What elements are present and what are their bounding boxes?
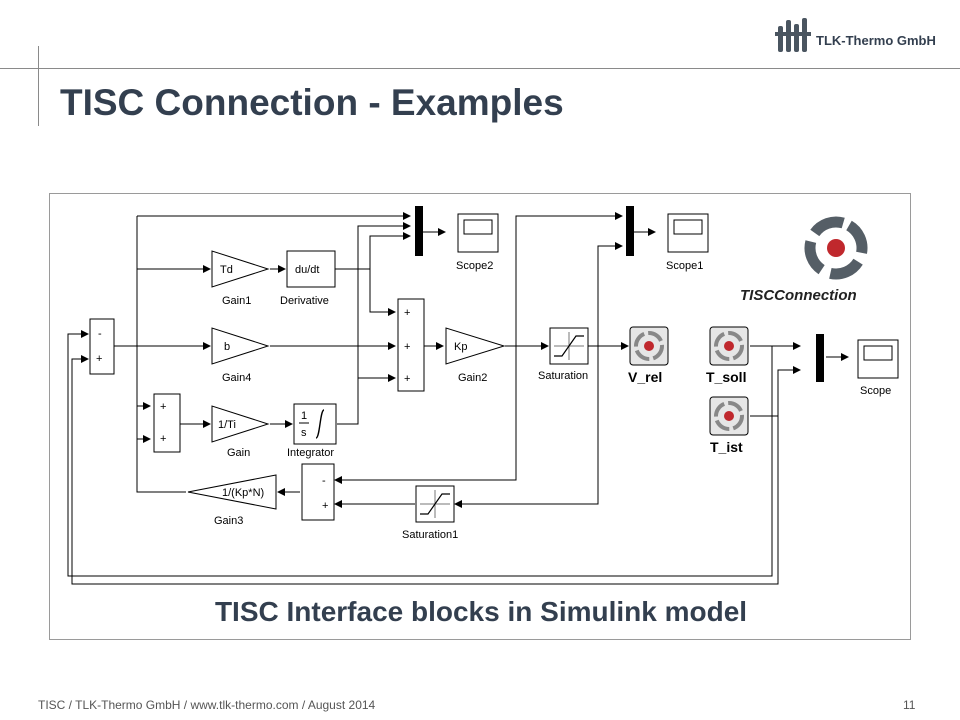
sum3-plus-a: +: [404, 307, 410, 319]
derivative-block[interactable]: du/dt Derivative: [280, 250, 336, 307]
diagram-caption: TISC Interface blocks in Simulink model: [214, 596, 748, 627]
page-title: TISC Connection - Examples: [60, 82, 564, 123]
header-accent-line: [38, 46, 39, 126]
scope2-block[interactable]: Scope2: [456, 213, 499, 272]
sum1-minus-label: -: [98, 328, 102, 340]
gain1-value: Td: [220, 264, 233, 276]
gain3-value: 1/(Kp*N): [222, 487, 264, 499]
scope2-label: Scope2: [456, 260, 493, 272]
tisc-ring-icon: [714, 331, 744, 361]
scope-block[interactable]: Scope: [857, 339, 899, 397]
sum4-block[interactable]: - +: [301, 463, 335, 521]
gain1-block[interactable]: Td Gain1: [211, 250, 270, 307]
gain2-block[interactable]: Kp Gain2: [445, 327, 506, 384]
sum4-minus-label: -: [322, 475, 326, 487]
saturation1-block[interactable]: Saturation1: [402, 485, 458, 541]
tlk-logo: TLK-Thermo GmbH: [775, 18, 936, 52]
tisc-logo-dot-icon: [827, 239, 845, 257]
gain2-label: Gain2: [458, 372, 487, 384]
saturation-block[interactable]: Saturation: [538, 327, 589, 382]
scope2-mux[interactable]: [415, 206, 423, 256]
page-number: 11: [903, 698, 916, 712]
scope1-label: Scope1: [666, 260, 703, 272]
t-soll-block[interactable]: T_soll: [706, 326, 749, 385]
footer-text: TISC / TLK-Thermo GmbH / www.tlk-thermo.…: [38, 698, 376, 712]
t-ist-label: T_ist: [710, 439, 743, 455]
sum4-plus-label: +: [322, 500, 328, 512]
tlk-logo-mark-icon: [775, 18, 811, 52]
gain4-value: b: [224, 341, 230, 353]
sum3-plus-b: +: [404, 341, 410, 353]
gain4-block[interactable]: b Gain4: [211, 327, 270, 384]
gain1-label: Gain1: [222, 295, 251, 307]
tisc-dot-icon: [644, 341, 654, 351]
tisc-ring-icon: [634, 331, 664, 361]
integral-icon: [315, 409, 325, 439]
tisc-dot-icon: [724, 341, 734, 351]
sum1-block[interactable]: - +: [89, 318, 115, 375]
saturation1-label: Saturation1: [402, 529, 458, 541]
signal-wires: [67, 212, 849, 585]
tisc-ring-icon: [714, 401, 744, 431]
gain-value: 1/Ti: [218, 419, 236, 431]
gain3-label: Gain3: [214, 515, 243, 527]
header-rule: [0, 68, 960, 69]
sum1-plus-label: +: [96, 353, 102, 365]
t-soll-label: T_soll: [706, 369, 746, 385]
derivative-formula: du/dt: [295, 264, 319, 276]
sum3-plus-c: +: [404, 373, 410, 385]
saturation-label: Saturation: [538, 370, 588, 382]
scope1-block[interactable]: Scope1: [666, 213, 709, 272]
simulink-model-frame: - + Td Gain1 du/dt Derivative b Gain4 + …: [49, 193, 911, 640]
sum2-top-label: +: [160, 401, 166, 413]
gain2-value: Kp: [454, 341, 467, 353]
gain4-label: Gain4: [222, 372, 251, 384]
sum3-block[interactable]: + + +: [397, 298, 425, 392]
integrator-denominator: s: [301, 427, 307, 439]
v-rel-label: V_rel: [628, 369, 662, 385]
sum2-bottom-label: +: [160, 433, 166, 445]
sum2-block[interactable]: + +: [153, 393, 181, 453]
simulink-diagram: - + Td Gain1 du/dt Derivative b Gain4 + …: [67, 206, 899, 585]
gain-block[interactable]: 1/Ti Gain: [211, 405, 270, 459]
derivative-label: Derivative: [280, 295, 329, 307]
gain-label: Gain: [227, 447, 250, 459]
tisc-dot-icon: [724, 411, 734, 421]
gain3-block[interactable]: 1/(Kp*N) Gain3: [187, 474, 277, 527]
scope1-mux[interactable]: [626, 206, 634, 256]
scope-mux[interactable]: [816, 334, 824, 382]
tisc-logo-ring-icon: [804, 216, 868, 280]
logo-text: TLK-Thermo GmbH: [816, 33, 936, 48]
integrator-numerator: 1: [301, 410, 307, 422]
integrator-block[interactable]: 1 s Integrator: [287, 403, 337, 459]
tisc-connection-logo: TISCConnection: [740, 216, 868, 304]
integrator-label: Integrator: [287, 447, 334, 459]
scope-label: Scope: [860, 385, 891, 397]
t-ist-block[interactable]: T_ist: [709, 396, 749, 455]
tisc-logo-label: TISCConnection: [740, 287, 857, 304]
v-rel-block[interactable]: V_rel: [628, 326, 669, 385]
